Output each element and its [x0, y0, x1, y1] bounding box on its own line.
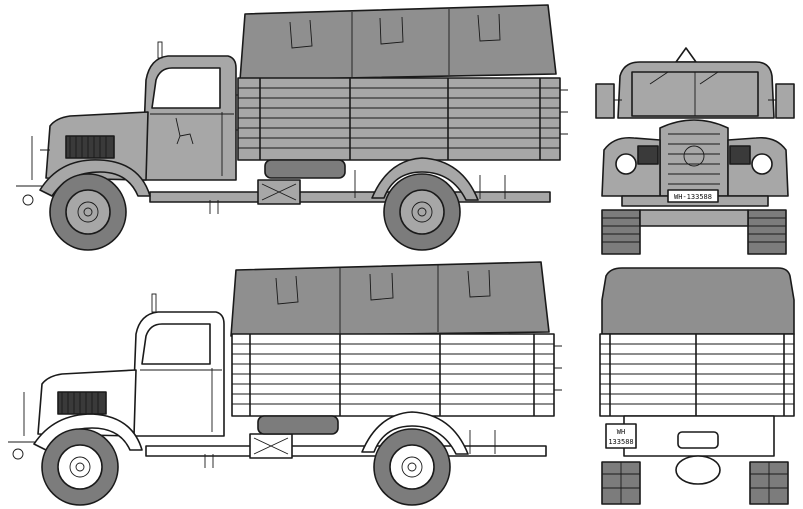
tailgate — [599, 333, 795, 417]
cargo-canvas-cover — [239, 4, 557, 81]
rear-tires — [601, 461, 789, 505]
front-view: WH-133588 — [595, 47, 795, 255]
front-license-plate — [667, 189, 719, 203]
chassis-frame — [145, 415, 547, 468]
cab — [141, 41, 237, 181]
radiator-grille — [659, 119, 729, 197]
front-tires — [601, 209, 787, 255]
side-view-painted — [16, 4, 568, 251]
rear-license-plate: WH 133588 — [605, 423, 637, 449]
front-license-plate-text: WH-133588 — [674, 193, 712, 201]
rear-view: WH 133588 — [599, 267, 795, 505]
cab — [131, 293, 225, 437]
cargo-bed — [231, 333, 562, 417]
front-axle — [639, 209, 749, 227]
cargo-bed — [230, 77, 568, 161]
mirrors — [595, 83, 795, 119]
rear-fender — [371, 157, 479, 201]
rear-plate-prefix: WH — [617, 428, 625, 436]
cargo-canvas-cover — [230, 261, 550, 337]
side-view-unpainted — [8, 261, 562, 506]
chassis-frame — [149, 159, 551, 214]
headlights — [615, 153, 773, 175]
front-wheel — [41, 428, 119, 506]
tow-hitch — [675, 431, 721, 485]
convoy-marker — [675, 47, 697, 63]
rear-canvas-cover — [601, 267, 795, 335]
rear-plate-number: 133588 — [608, 438, 633, 446]
rear-fender — [361, 411, 469, 455]
rear-wheel — [383, 173, 461, 251]
cab-front — [617, 61, 775, 119]
front-wheel — [49, 173, 127, 251]
rear-wheel — [373, 428, 451, 506]
